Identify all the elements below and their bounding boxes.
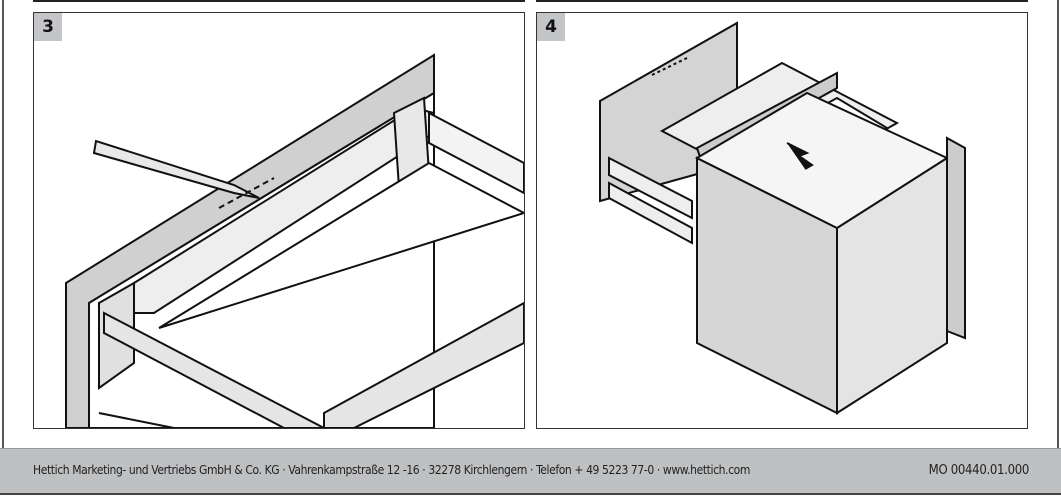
page-edge-right [1057,0,1059,448]
company-address: Hettich Marketing- und Vertriebs GmbH & … [33,463,750,477]
marking-drawer-illustration [65,53,524,428]
divider [536,0,1028,2]
divider [33,0,525,2]
page-edge-left [2,0,4,448]
step-number: 4 [537,13,565,41]
step-number: 3 [34,13,62,41]
drawer-insertion-illustration [599,21,966,415]
step-panel-4: 4 [536,12,1028,429]
page-footer: Hettich Marketing- und Vertriebs GmbH & … [0,448,1061,495]
step-panel-3: 3 [33,12,525,429]
document-code: MO 00440.01.000 [928,463,1030,478]
